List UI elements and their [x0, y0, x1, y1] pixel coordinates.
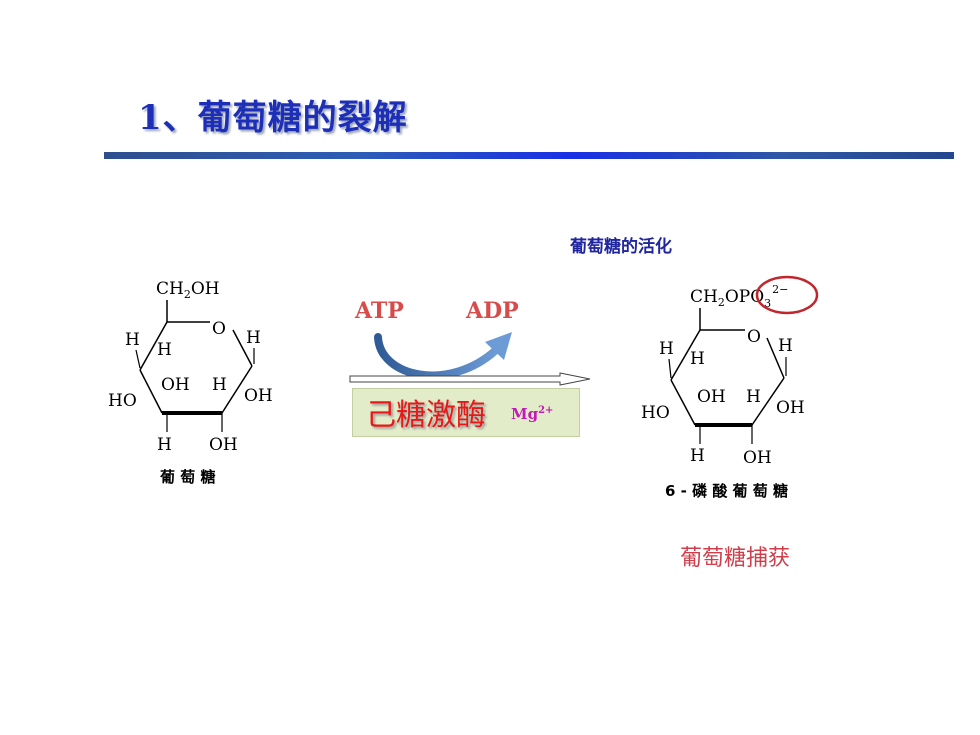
glucose-ring-o: O: [212, 319, 226, 339]
activation-label: 葡萄糖的活化: [570, 237, 672, 257]
page-title: 1、葡萄糖的裂解: [138, 98, 408, 138]
g6p-h-bottom: H: [690, 446, 705, 466]
glucose-oh-right: OH: [244, 386, 273, 406]
glucose-oh-bottom: OH: [209, 435, 238, 455]
g6p-caption: 6 - 磷 酸 葡 萄 糖: [665, 482, 788, 500]
g6p-h-left: H: [659, 339, 674, 359]
glucose-c4-c3-bond: [139, 369, 163, 414]
g6p-h-left-bond: [668, 358, 672, 379]
reaction-arrow: [349, 372, 591, 386]
title-underline-bar: [104, 152, 954, 159]
reaction-arrows: [349, 332, 591, 386]
g6p-structure: CH2OPO32− O H H H OH H HO OH H OH 6 - 磷 …: [641, 275, 819, 500]
g6p-c2-c1-bond: [751, 377, 785, 426]
g6p-ch2opo3: CH2OPO32−: [690, 283, 788, 310]
glucose-h-right: H: [246, 328, 261, 348]
enzyme-label: 己糖激酶: [366, 398, 486, 433]
capture-label: 葡萄糖捕获: [680, 546, 791, 571]
g6p-h-right: H: [778, 336, 793, 356]
adp-label: ADP: [466, 298, 519, 324]
glucose-c5-c4-bond: [139, 321, 168, 371]
g6p-o-c1-bond: [766, 337, 785, 379]
atp-label: ATP: [355, 298, 404, 324]
g6p-ring-o: O: [747, 327, 761, 347]
enzyme-box: [352, 388, 580, 437]
glucose-caption: 葡 萄 糖: [159, 468, 215, 486]
glucose-h-bottom: H: [157, 435, 172, 455]
g6p-oh-right: OH: [776, 398, 805, 418]
glucose-c2-c1-bond: [221, 365, 253, 414]
g6p-oh-bottom: OH: [743, 448, 772, 468]
glucose-h-left-bond: [135, 349, 141, 369]
glucose-structure: CH2OH O H H H OH H HO OH H OH 葡 萄 糖: [108, 279, 273, 486]
curved-arrow-head: [485, 332, 512, 360]
cofactor-symbol: Mg: [511, 405, 539, 423]
g6p-h-inner2: H: [746, 387, 761, 407]
glucose-ho-left: HO: [108, 391, 137, 411]
glucose-h-left: H: [125, 330, 140, 350]
glucose-ch2oh: CH2OH: [156, 279, 220, 301]
g6p-ho-left: HO: [641, 403, 670, 423]
glucose-o-c1-bond: [232, 329, 253, 367]
glucose-oh-inner: OH: [161, 375, 190, 395]
cofactor-charge: 2+: [538, 405, 554, 416]
cofactor-label: Mg2+: [511, 405, 553, 423]
g6p-c4-c3-bond: [670, 379, 696, 426]
glucose-h-inner2: H: [212, 375, 227, 395]
glucose-h-inner: H: [157, 340, 172, 360]
g6p-oh-inner: OH: [697, 387, 726, 407]
g6p-c5-c4-bond: [670, 329, 701, 381]
curved-arrow: [374, 333, 500, 380]
g6p-h-inner: H: [690, 349, 705, 369]
phosphate-highlight-ring: [755, 275, 819, 315]
